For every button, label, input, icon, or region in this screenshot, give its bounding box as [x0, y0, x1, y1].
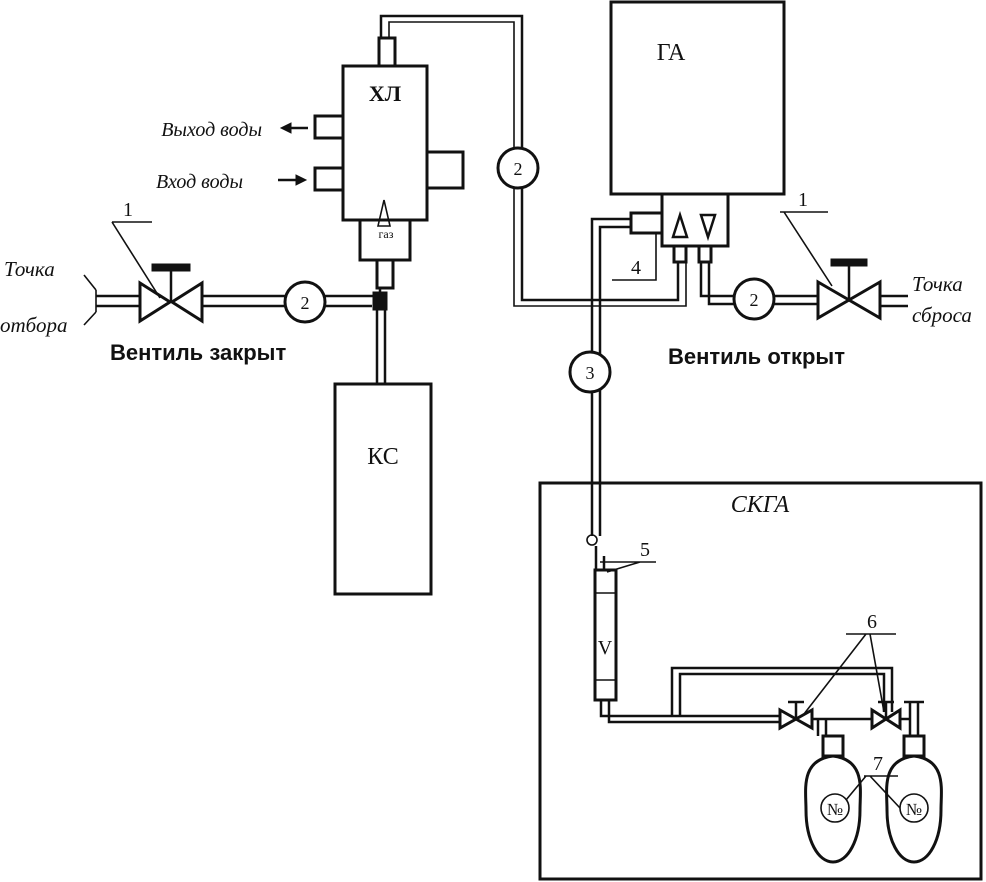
- water-outlet-label: Выход воды: [161, 119, 262, 141]
- ks-unit: [333, 382, 433, 596]
- valve-open-label: Вентиль открыт: [668, 344, 845, 369]
- xl-body: [341, 64, 429, 222]
- callout-5-leader: [600, 561, 656, 573]
- sampling-point-label-2: отбора: [0, 313, 67, 337]
- discharge-line: [699, 262, 908, 308]
- callout-7-label: 7: [873, 753, 883, 775]
- ga-unit: ГА: [609, 0, 786, 264]
- callout-4-label: 4: [631, 257, 641, 279]
- xl-top-nozzle: [377, 36, 397, 68]
- gas-label: газ: [379, 227, 394, 241]
- xl-side-nozzle: [425, 150, 465, 190]
- cylinder-right-mark: №: [906, 800, 922, 819]
- valve-closed[interactable]: [138, 263, 204, 324]
- xl-bottom-nozzle: [375, 258, 395, 290]
- valve-handwheel-icon: [830, 258, 868, 267]
- xl-label: ХЛ: [369, 81, 402, 106]
- callout-1-left-label: 1: [123, 199, 133, 221]
- sampling-line: [83, 274, 380, 326]
- callout-1-left-leader: [111, 221, 161, 299]
- callout-2-left: [283, 280, 327, 324]
- callout-6-label: 6: [867, 611, 877, 633]
- discharge-point-label-2: сброса: [912, 303, 972, 327]
- ga-inlet-arrow-icon: [671, 210, 689, 239]
- flowmeter-label: V: [598, 637, 613, 659]
- skga-enclosure: [538, 481, 983, 881]
- flowmeter: V: [593, 568, 618, 702]
- ga-outlet-arrow-icon: [699, 213, 717, 242]
- discharge-point-label-1: Точка: [912, 272, 963, 296]
- callout-2-upper-label: 2: [514, 159, 523, 179]
- sampling-point-label-1: Точка: [4, 257, 55, 281]
- valve-open[interactable]: [816, 258, 882, 321]
- callout-2-upper: [496, 146, 540, 190]
- valve-closed-label: Вентиль закрыт: [110, 340, 286, 365]
- gas-cylinder-right: №: [885, 734, 943, 864]
- cylinder-left-mark: №: [827, 800, 843, 819]
- water-inlet-nozzle: [313, 166, 345, 192]
- callout-2-left-label: 2: [301, 293, 310, 313]
- callout-1-right-label: 1: [798, 189, 808, 211]
- water-outlet-nozzle: [313, 114, 345, 140]
- water-arrows: [278, 122, 308, 186]
- callout-7-leader: [845, 775, 901, 809]
- callout-2-right: [732, 277, 776, 321]
- callout-4-leader: [612, 232, 657, 281]
- water-inlet-label: Вход воды: [156, 171, 243, 193]
- ga-body: [609, 0, 786, 196]
- gas-cylinder-left: №: [804, 734, 862, 864]
- cylinder-valve-right[interactable]: [870, 700, 902, 731]
- callout-6-leader: [803, 633, 896, 715]
- callout-5-label: 5: [640, 539, 650, 561]
- ga-sample-port: [629, 211, 664, 235]
- valve-handwheel-icon: [151, 263, 191, 272]
- pipe-xl-to-ks: [375, 288, 387, 384]
- entry-ring: [586, 534, 598, 546]
- tee-junction: [372, 291, 388, 311]
- pipe-to-cylinders: [599, 666, 910, 724]
- gas-arrow-icon: [376, 199, 392, 227]
- callout-3: [568, 350, 612, 394]
- ks-label: КС: [367, 444, 398, 470]
- callout-1-right-leader: [780, 211, 833, 287]
- cylinder-valve-left[interactable]: [778, 700, 814, 731]
- skga-label: СКГА: [731, 492, 790, 518]
- pipe-ga-to-skga: [590, 217, 631, 536]
- callout-3-label: 3: [586, 363, 595, 383]
- xl-unit: ХЛ газ: [313, 36, 465, 290]
- callout-2-right-label: 2: [750, 290, 759, 310]
- ga-label: ГА: [657, 40, 686, 66]
